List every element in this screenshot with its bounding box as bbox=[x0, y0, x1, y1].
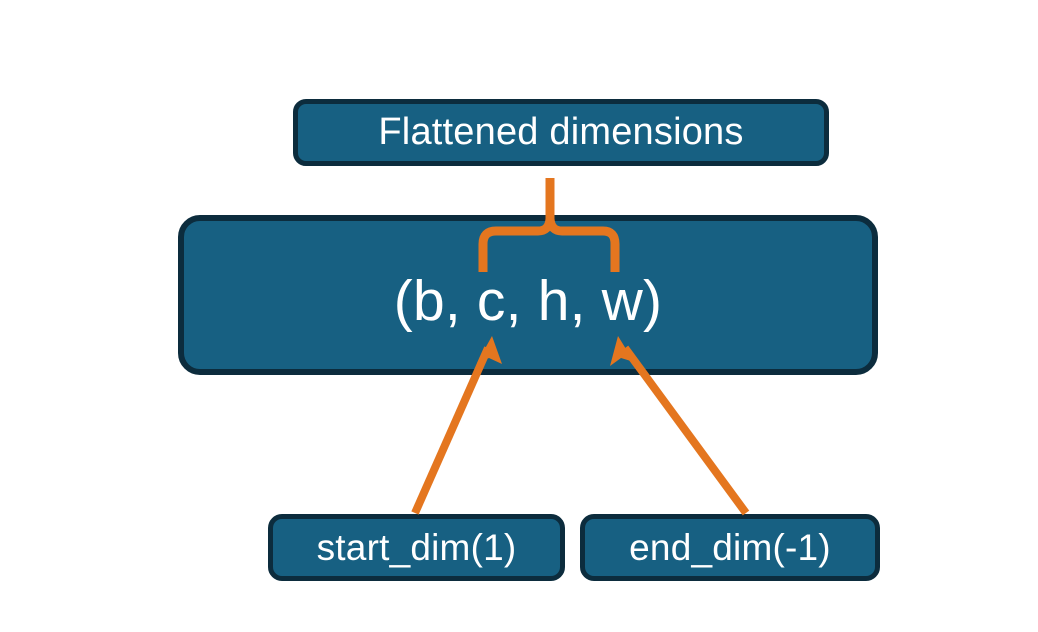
tensor-shape-box: (b, c, h, w) bbox=[178, 215, 878, 375]
start-dim-label: start_dim(1) bbox=[316, 526, 517, 568]
flattened-dimensions-label: Flattened dimensions bbox=[378, 111, 744, 153]
end-dim-box: end_dim(-1) bbox=[580, 514, 880, 581]
end-dim-label: end_dim(-1) bbox=[629, 526, 831, 568]
flattened-dimensions-box: Flattened dimensions bbox=[293, 99, 829, 166]
tensor-shape-label: (b, c, h, w) bbox=[393, 269, 663, 333]
start-dim-box: start_dim(1) bbox=[268, 514, 565, 581]
